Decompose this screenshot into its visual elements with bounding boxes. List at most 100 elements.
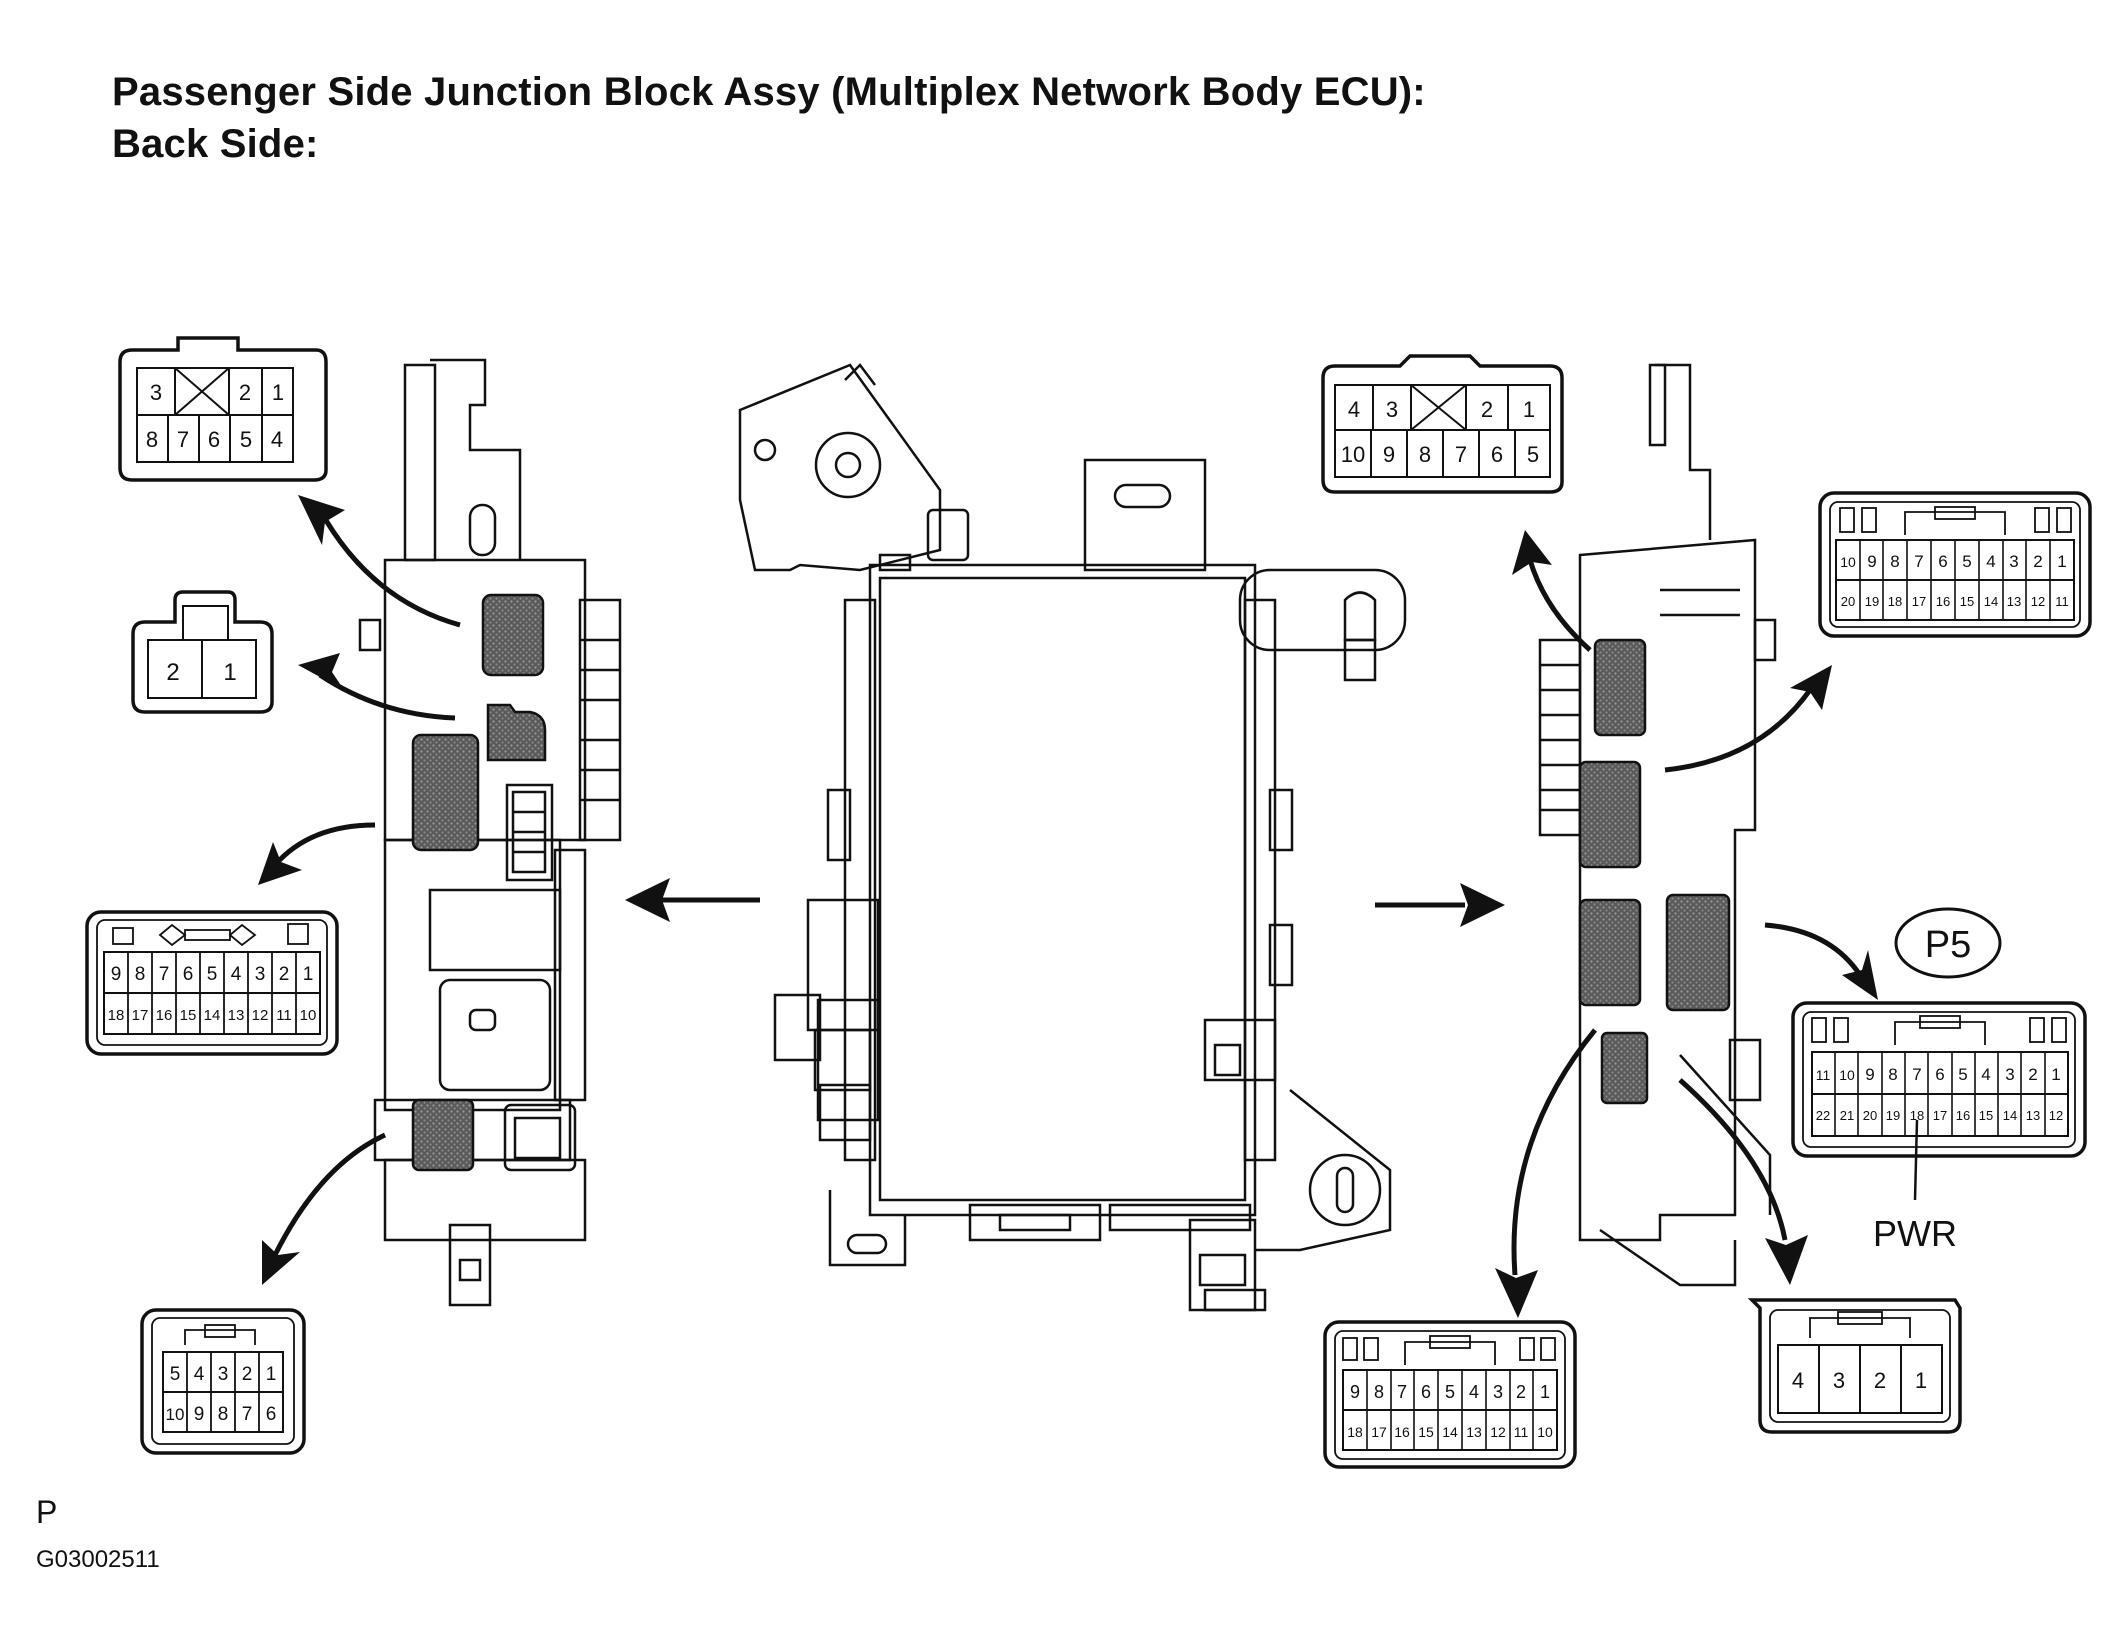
right-shaded-connector-3 (1578, 898, 1642, 1007)
pin-label: 16 (1936, 594, 1950, 609)
pin-label: 18 (1347, 1424, 1363, 1440)
pin-label: 11 (1514, 1424, 1529, 1440)
right-shaded-connector-1 (1593, 638, 1647, 737)
pin-label: 20 (1841, 594, 1855, 609)
pin-label: 14 (2003, 1108, 2017, 1123)
right-arrows (1511, 559, 1863, 1276)
connector-left-2: 2 1 (131, 590, 274, 714)
pin-label: 4 (231, 964, 242, 985)
p5-label: P5 (1925, 924, 1971, 966)
pin-label: 12 (1490, 1424, 1506, 1440)
pin-label: 3 (2005, 1065, 2014, 1084)
pin-label: 11 (2055, 594, 2069, 609)
pin-label: 21 (1840, 1108, 1854, 1123)
connector-left-4: 5 4 3 2 1 10 9 8 7 6 (140, 1308, 306, 1455)
footer-letter: P (36, 1494, 58, 1530)
figure-code: G03002511 (36, 1546, 160, 1573)
left-view-shaded-connectors (411, 593, 547, 1172)
pin-label: 9 (1867, 552, 1876, 571)
pin-label: 9 (1350, 1382, 1360, 1402)
pin-label: 2 (239, 380, 251, 405)
pin-label: 7 (242, 1404, 253, 1425)
pin-label: 2 (279, 964, 290, 985)
pin-label: 11 (276, 1007, 292, 1024)
pin-label: 7 (177, 427, 189, 452)
pin-label: 8 (218, 1404, 229, 1425)
pin-label: 2 (1481, 397, 1493, 422)
right-shaded-connector-2 (1578, 760, 1642, 869)
pin-label: 7 (1455, 442, 1467, 467)
pin-label: 13 (2026, 1108, 2040, 1123)
diagram-title: Passenger Side Junction Block Assy (Mult… (112, 70, 1426, 114)
pin-label: 4 (1981, 1065, 1990, 1084)
pin-label: 6 (1935, 1065, 1944, 1084)
pin-label: 4 (1986, 552, 1995, 571)
pin-label: 8 (1419, 442, 1431, 467)
pin-label: 3 (150, 380, 162, 405)
pin-label: 5 (1445, 1382, 1455, 1402)
left-shaded-connector-3 (411, 733, 480, 852)
pin-label: 1 (272, 380, 284, 405)
pin-label: 4 (1469, 1382, 1479, 1402)
pin-label: 2 (166, 659, 179, 686)
pin-label: 12 (252, 1007, 269, 1024)
pin-label: 10 (1840, 554, 1856, 570)
pin-label: 6 (1938, 552, 1947, 571)
pin-label: 9 (1865, 1065, 1874, 1084)
pin-label: 18 (108, 1007, 125, 1024)
pin-label: 2 (242, 1364, 253, 1385)
pin-label: 9 (194, 1404, 205, 1425)
pin-label: 10 (1537, 1424, 1553, 1440)
pin-label: 3 (255, 964, 266, 985)
pin-label: 18 (1888, 594, 1902, 609)
right-view-shaded-connectors (1578, 638, 1731, 1105)
pin-label: 22 (1816, 1108, 1830, 1123)
pin-label: 1 (2057, 552, 2066, 571)
pin-label: 8 (1374, 1382, 1384, 1402)
left-side-view (358, 358, 622, 1307)
pin-label: 6 (1491, 442, 1503, 467)
pin-label: 15 (1418, 1424, 1434, 1440)
pin-label: 7 (1914, 552, 1923, 571)
left-shaded-connector-1 (481, 593, 545, 677)
pin-label: 15 (1960, 594, 1974, 609)
right-shaded-connector-4 (1665, 893, 1731, 1012)
connector-right-2: 10 9 8 7 6 5 4 3 2 1 20 19 18 17 16 15 1… (1818, 491, 2092, 638)
pin-label: 9 (1383, 442, 1395, 467)
pin-label: 10 (1341, 442, 1365, 467)
connector-left-1: 3 2 1 8 7 6 5 4 (118, 336, 328, 482)
left-arrowheads (258, 495, 345, 1285)
pin-label: 16 (156, 1007, 173, 1024)
pin-label: 2 (2028, 1065, 2037, 1084)
pin-label: 18 (1910, 1108, 1924, 1123)
center-right-arrow (1375, 883, 1505, 927)
pin-label: 5 (240, 427, 252, 452)
pin-label: 3 (218, 1364, 229, 1385)
pin-label: 16 (1394, 1424, 1410, 1440)
pin-label: 14 (1442, 1424, 1458, 1440)
pin-label: 12 (2031, 594, 2045, 609)
pwr-pin-label: PWR (1873, 1213, 1957, 1254)
pin-label: 5 (1958, 1065, 1967, 1084)
pin-label: 5 (207, 964, 218, 985)
pwr-leader-line (1913, 1119, 1919, 1201)
connector-right-3: 11 10 9 8 7 6 5 4 3 2 1 22 21 20 19 18 1… (1791, 1001, 2087, 1201)
pin-label: 4 (194, 1364, 205, 1385)
connector-right-1: 4 3 2 1 10 9 8 7 6 5 (1321, 354, 1564, 494)
right-shaded-connector-5 (1600, 1031, 1649, 1105)
pin-label: 6 (208, 427, 220, 452)
pin-label: 3 (1493, 1382, 1503, 1402)
pin-label: 8 (1890, 552, 1899, 571)
left-shaded-connector-2 (486, 703, 547, 762)
pin-label: 13 (2007, 594, 2021, 609)
pin-label: 3 (2009, 552, 2018, 571)
pin-label: 1 (223, 659, 236, 686)
pin-label: 2 (2033, 552, 2042, 571)
pin-label: 13 (228, 1007, 245, 1024)
pin-label: 10 (1839, 1067, 1855, 1083)
pin-label: 9 (111, 964, 122, 985)
pin-label: 3 (1386, 397, 1398, 422)
pin-label: 1 (1540, 1382, 1550, 1402)
pin-label: 17 (132, 1007, 149, 1024)
pin-label: 12 (2049, 1108, 2063, 1123)
